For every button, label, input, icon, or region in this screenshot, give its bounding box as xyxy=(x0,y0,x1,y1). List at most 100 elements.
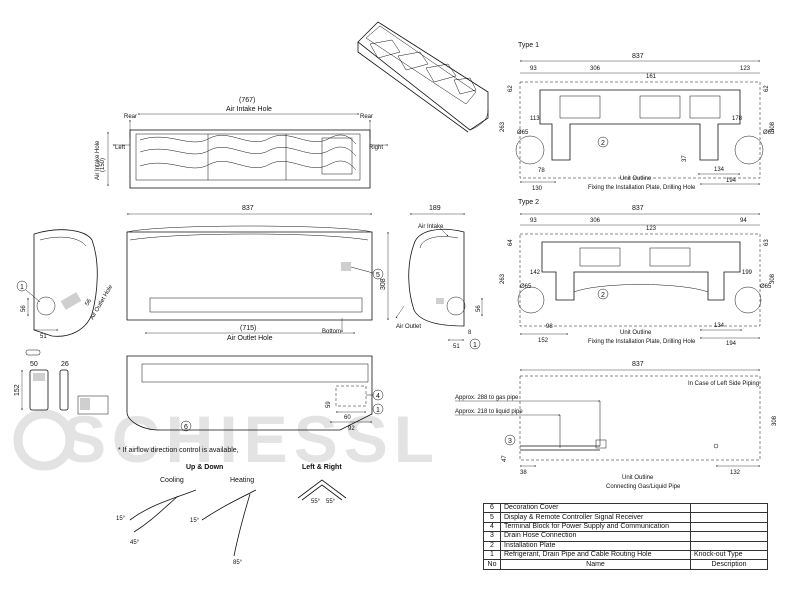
bottom-callout-6: 6 xyxy=(184,424,188,431)
header-description: Description xyxy=(690,559,768,570)
type2-dim-194: 194 xyxy=(726,341,737,347)
right-dim-8: 8 xyxy=(468,330,472,336)
type1-dim-306: 306 xyxy=(590,66,601,72)
left-callout-1: 1 xyxy=(20,284,24,291)
type2-caption: Fixing the Installation Plate, Drilling … xyxy=(588,339,696,345)
type1-dim-93: 93 xyxy=(530,66,537,72)
cooling-angle-b: 45° xyxy=(130,540,140,546)
parts-desc-cell xyxy=(690,531,768,542)
dim-767: (767) xyxy=(239,97,255,104)
remote-dim-26: 26 xyxy=(61,361,69,368)
heating-angle-b: 85° xyxy=(233,560,243,566)
dim-715: (715) xyxy=(240,325,256,332)
type2-label: Type 2 xyxy=(518,199,539,206)
isometric-view xyxy=(357,21,489,133)
type2-dim-64: 64 xyxy=(508,239,514,246)
right-dim-51: 51 xyxy=(453,344,460,350)
type1-phi65a: Ø65 xyxy=(517,130,529,136)
dim-308-front: 308 xyxy=(380,278,387,290)
liquid-pipe-label: Approx. 218 to liquid pipe xyxy=(455,409,523,415)
air-intake-hole-side-label: Air Intake Hole xyxy=(95,140,101,180)
air-intake-hole-label: Air Intake Hole xyxy=(226,106,272,113)
bottom-label: Bottom xyxy=(322,329,341,335)
right-label: Right xyxy=(369,145,383,151)
type1-installation-plate: Type 1 837 93 306 161 123 2 263 308 62 6… xyxy=(500,42,776,192)
remote-dim-152: 152 xyxy=(14,384,21,396)
type1-dim-263: 263 xyxy=(500,121,506,132)
type2-dim-152: 152 xyxy=(538,338,549,344)
parts-no-cell: 6 xyxy=(483,502,501,514)
front-view: 837 5 308 (715) Air Outlet Hole Bottom xyxy=(126,205,389,342)
left-dim-56b: 56 xyxy=(85,298,94,307)
heating-label: Heating xyxy=(230,477,254,484)
type1-dim-123: 123 xyxy=(740,66,751,72)
rear-left-label: Rear xyxy=(124,114,137,120)
piping-caption: Connecting Gas/Liquid Pipe xyxy=(606,484,681,490)
type1-dim-78: 78 xyxy=(538,168,545,174)
bottom-view: 6 4 1 60 92 59 xyxy=(126,355,384,432)
right-dim-56: 56 xyxy=(476,305,482,312)
type2-dim-123: 123 xyxy=(646,226,657,232)
type2-dim-98: 98 xyxy=(546,324,553,330)
parts-desc-cell xyxy=(690,502,768,514)
parts-no-cell: 3 xyxy=(483,531,501,542)
parts-no-cell: 4 xyxy=(483,521,501,533)
type1-dim-178: 178 xyxy=(732,116,743,122)
parts-name-cell: Decoration Cover xyxy=(500,502,691,514)
left-dim-56: 56 xyxy=(21,305,27,312)
type1-dim-194: 194 xyxy=(726,178,737,184)
airflow-section: * If airflow direction control is availa… xyxy=(116,447,347,566)
parts-no-cell: 1 xyxy=(483,549,501,561)
right-callout-1: 1 xyxy=(473,342,477,349)
left-label: Left xyxy=(115,145,125,151)
bottom-dim-92: 92 xyxy=(348,426,355,432)
parts-name-cell: Display & Remote Controller Signal Recei… xyxy=(500,512,691,523)
type2-unit-outline: Unit Outline xyxy=(620,330,652,336)
type1-dim-837: 837 xyxy=(632,53,644,60)
type1-dim-130: 130 xyxy=(532,186,543,192)
heating-angle-a: 15° xyxy=(190,518,200,524)
type1-phi65b: Ø65 xyxy=(763,130,775,136)
bottom-callout-4: 4 xyxy=(376,393,380,400)
gas-pipe-label: Approx. 288 to gas pipe xyxy=(455,395,519,401)
bottom-callout-1: 1 xyxy=(376,407,380,414)
top-view: (767) Air Intake Hole Rear Rear Left Rig… xyxy=(95,97,389,189)
type2-phi65b: Ø65 xyxy=(760,284,772,290)
type1-dim-62b: 62 xyxy=(764,85,770,92)
rear-right-label: Rear xyxy=(360,114,373,120)
type1-label: Type 1 xyxy=(518,42,539,49)
type1-dim-113: 113 xyxy=(530,116,540,122)
type2-dim-142: 142 xyxy=(530,270,541,276)
parts-desc-cell xyxy=(690,540,768,551)
piping-callout-3: 3 xyxy=(508,438,512,445)
type1-dim-161: 161 xyxy=(646,74,657,80)
type1-dim-308: 308 xyxy=(770,121,776,132)
header-no: No xyxy=(483,559,501,570)
left-dim-51: 51 xyxy=(40,334,47,340)
parts-desc-cell xyxy=(690,512,768,523)
remote-dim-50: 50 xyxy=(30,361,38,368)
up-down-label: Up & Down xyxy=(186,464,223,471)
type1-unit-outline: Unit Outline xyxy=(620,176,652,182)
type2-dim-199: 199 xyxy=(742,270,753,276)
parts-name-cell: Drain Hose Connection xyxy=(500,531,691,542)
air-intake-label: Air Intake xyxy=(418,224,444,230)
watermark: SCHIESSL xyxy=(62,402,440,476)
watermark-logo xyxy=(13,409,75,471)
left-side-view: 1 56 51 56 Air Outlet Hole xyxy=(16,229,115,340)
type2-dim-63: 63 xyxy=(764,239,770,246)
piping-section: 837 In Case of Left Side Piping Approx. … xyxy=(455,361,778,490)
type2-dim-837: 837 xyxy=(632,205,644,212)
piping-unit-outline: Unit Outline xyxy=(622,475,654,481)
type1-caption: Fixing the Installation Plate, Drilling … xyxy=(588,185,696,191)
parts-no-cell: 2 xyxy=(483,540,501,551)
type1-dim-37: 37 xyxy=(682,155,688,162)
piping-dim-38: 38 xyxy=(520,470,527,476)
